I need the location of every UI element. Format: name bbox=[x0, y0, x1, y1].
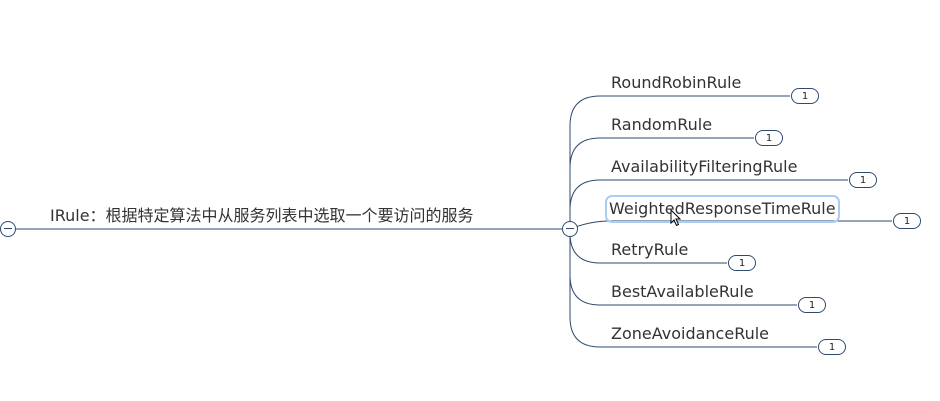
child-count-badge[interactable]: 1 bbox=[893, 213, 921, 229]
root-collapse-icon[interactable] bbox=[0, 221, 16, 237]
child-count-badge[interactable]: 1 bbox=[791, 88, 819, 104]
branch-line bbox=[569, 137, 754, 229]
branch-line bbox=[569, 229, 817, 348]
branch-line bbox=[569, 95, 790, 229]
root-node-label[interactable]: IRule：根据特定算法中从服务列表中选取一个要访问的服务 bbox=[50, 206, 474, 225]
child-node-label[interactable]: BestAvailableRule bbox=[611, 282, 754, 301]
child-node-label[interactable]: AvailabilityFilteringRule bbox=[611, 157, 798, 176]
branch-line bbox=[569, 220, 892, 230]
child-count-badge[interactable]: 1 bbox=[755, 130, 783, 146]
branch-line bbox=[569, 179, 848, 229]
child-count-badge[interactable]: 1 bbox=[849, 172, 877, 188]
child-node-label[interactable]: ZoneAvoidanceRule bbox=[611, 324, 770, 343]
hub-collapse-icon[interactable] bbox=[562, 221, 578, 237]
child-count-badge[interactable]: 1 bbox=[818, 339, 846, 355]
child-node-label[interactable]: WeightedResponseTimeRule bbox=[605, 195, 840, 223]
child-node-label[interactable]: RetryRule bbox=[611, 240, 689, 259]
child-count-badge[interactable]: 1 bbox=[728, 255, 756, 271]
mouse-cursor-icon bbox=[670, 209, 682, 227]
child-node-label[interactable]: RoundRobinRule bbox=[611, 73, 742, 92]
child-node-label[interactable]: RandomRule bbox=[611, 115, 713, 134]
child-count-badge[interactable]: 1 bbox=[798, 297, 826, 313]
